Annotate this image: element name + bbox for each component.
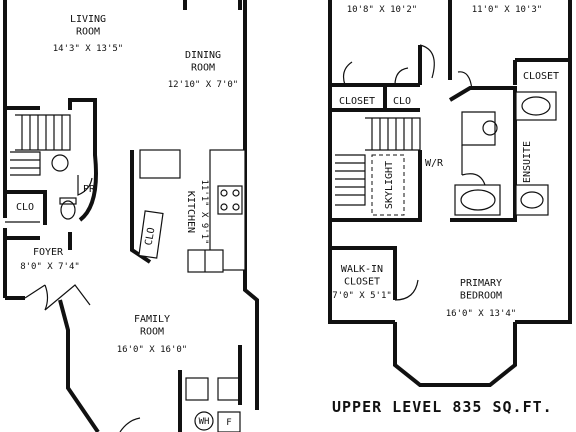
dining-room-dims: 12'10" X 7'0"	[168, 80, 238, 90]
bedroom-left-dims: 10'8" X 10'2"	[347, 5, 417, 15]
closet-3-label: CLOSET	[523, 71, 559, 82]
living-room-dims: 14'3" X 13'5"	[53, 44, 123, 54]
skylight-label: SKYLIGHT	[384, 161, 395, 209]
cooktop	[217, 185, 243, 215]
water-heater-label: WH	[199, 417, 210, 427]
shower	[461, 111, 496, 146]
powder-room-label: PR	[83, 184, 96, 195]
powder-toilet	[60, 200, 76, 220]
primary-bedroom-dims: 16'0" X 13'4"	[446, 309, 516, 319]
powder-sink	[51, 154, 69, 172]
powder-room-walls	[51, 98, 98, 222]
foyer-door	[24, 284, 49, 311]
utility-block	[178, 345, 242, 432]
closet-walls	[5, 190, 47, 225]
water-heater-icon	[194, 411, 214, 431]
closet-1-label: CLOSET	[339, 96, 375, 107]
skylight-outline	[371, 154, 405, 216]
top-wall-stubs	[183, 0, 242, 10]
ensuite-sink	[482, 120, 498, 136]
ensuite-label: ENSUITE	[522, 141, 533, 183]
foyer-bay-door	[44, 284, 91, 311]
upper-left-wall	[328, 0, 395, 324]
family-bay-wall	[58, 299, 100, 432]
lower-stairs	[10, 114, 71, 176]
upper-level-plan: 10'8" X 10'2" 11'0" X 10'3" CLOSET CLO C…	[328, 0, 572, 416]
closet-label: CLO	[16, 202, 34, 213]
kitchen-label: KITCHEN	[185, 191, 196, 233]
walk-in-closet-dims: 7'0" X 5'1"	[332, 291, 392, 301]
furnace-icon	[217, 411, 241, 432]
pantry-closet	[138, 210, 164, 259]
kitchen-fixtures	[130, 149, 246, 273]
laundry-label: W/R	[425, 158, 444, 169]
upper-right-wall	[515, 0, 572, 324]
upper-stairs	[335, 117, 421, 216]
lower-right-wall	[243, 0, 259, 410]
foyer-dims: 8'0" X 7'4"	[20, 262, 80, 272]
foyer-label: FOYER	[33, 247, 64, 258]
family-room-dims: 16'0" X 16'0"	[117, 345, 187, 355]
bedroom-right-dims: 11'0" X 10'3"	[472, 5, 542, 15]
closet-2-label: CLO	[393, 96, 411, 107]
kitchen-dims: 11'1" X 9'1"	[199, 179, 209, 244]
ensuite-fixtures	[448, 86, 557, 222]
walk-in-closet-wall	[330, 246, 397, 300]
furnace-label: F	[226, 418, 231, 428]
kitchen-partition	[130, 150, 152, 264]
kitchen-closet-label: CLO	[144, 227, 158, 247]
upper-level-caption: UPPER LEVEL 835 SQ.FT.	[332, 398, 553, 416]
primary-bay-wall	[393, 322, 517, 387]
